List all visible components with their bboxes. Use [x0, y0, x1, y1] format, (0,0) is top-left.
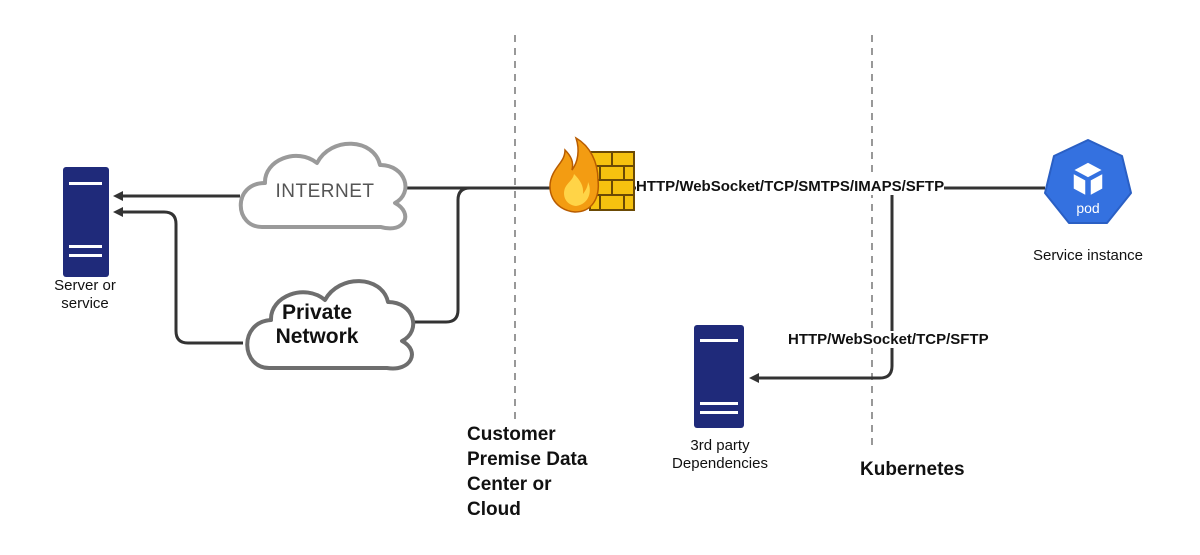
customer-zone-label: Customer Premise Data Center or Cloud [467, 424, 588, 520]
internet-cloud-icon [238, 141, 408, 231]
pod-to-dependencies-arrow [749, 188, 894, 383]
main-protocol-label: HTTP/WebSocket/TCP/SMTPS/IMAPS/SFTP [636, 178, 945, 195]
kubernetes-pod-icon: pod [1044, 139, 1132, 224]
server-label: Server or service [54, 277, 116, 312]
private-network-label: Private Network [275, 301, 359, 348]
service-instance-label: Service instance [1032, 247, 1144, 264]
connectors [113, 183, 1045, 383]
firewall-icon [549, 136, 635, 213]
kubernetes-zone-label: Kubernetes [860, 459, 965, 480]
third-party-server-icon [694, 325, 744, 428]
pod-icon-text: pod [1076, 200, 1099, 216]
internet-label: INTERNET [275, 181, 375, 202]
server-icon [63, 167, 109, 277]
private-network-cloud-icon [245, 279, 416, 371]
third-party-label: 3rd party Dependencies [672, 437, 768, 472]
dependency-protocol-label: HTTP/WebSocket/TCP/SFTP [788, 331, 989, 348]
private-network-to-server-arrow [113, 207, 243, 345]
firewall-to-private-network-arrow [385, 186, 471, 327]
